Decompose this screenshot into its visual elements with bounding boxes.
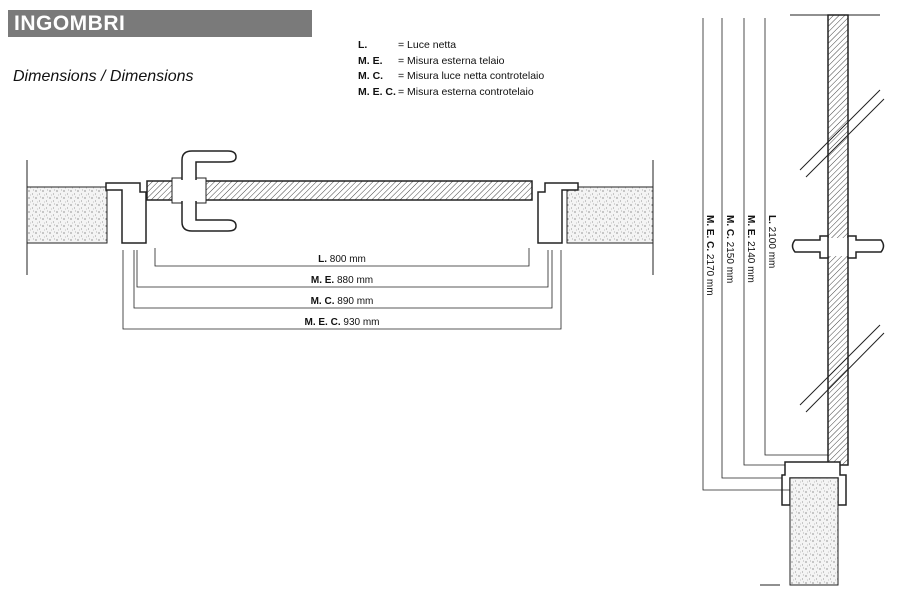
left-frame — [105, 182, 147, 244]
section-view — [702, 14, 885, 586]
legend: L.= Luce netta M. E.= Misura esterna tel… — [358, 38, 544, 100]
right-wall — [566, 186, 654, 244]
handle-icon — [181, 150, 237, 180]
dim-label-me-vertical: M. E. 2140 mm — [745, 215, 756, 283]
legend-item: M. E.= Misura esterna telaio — [358, 54, 505, 67]
legend-item: M. C.= Misura luce netta controtelaio — [358, 70, 545, 82]
horizontal-dimensions: L. 800 mm M. E. 880 mm M. C. 890 mm M. E… — [304, 254, 379, 328]
handle-icon — [791, 235, 885, 259]
dim-label-l: L. 800 mm — [318, 254, 366, 265]
dim-label-l-vertical: L. 2100 mm — [766, 215, 777, 268]
right-frame — [537, 182, 579, 244]
legend-item: L.= Luce netta — [358, 39, 457, 51]
left-wall — [26, 186, 108, 244]
dim-label-me: M. E. 880 mm — [311, 275, 373, 286]
page-title: INGOMBRI — [14, 12, 126, 35]
title-bar: INGOMBRI — [8, 10, 312, 37]
floor-wall — [789, 477, 839, 586]
door-leaf — [146, 180, 533, 201]
subtitle: Dimensions / Dimensions — [13, 68, 194, 85]
dim-label-mec-vertical: M. E. C. 2170 mm — [704, 215, 715, 296]
dim-label-mc-vertical: M. C. 2150 mm — [724, 215, 735, 283]
plan-view — [26, 150, 654, 330]
vertical-dimensions: L. 2100 mm M. E. 2140 mm M. C. 2150 mm M… — [704, 215, 777, 296]
handle-icon — [181, 201, 237, 232]
dim-label-mc: M. C. 890 mm — [311, 296, 374, 307]
legend-item: M. E. C.= Misura esterna controtelaio — [358, 85, 534, 98]
dim-label-mec: M. E. C. 930 mm — [304, 317, 379, 328]
